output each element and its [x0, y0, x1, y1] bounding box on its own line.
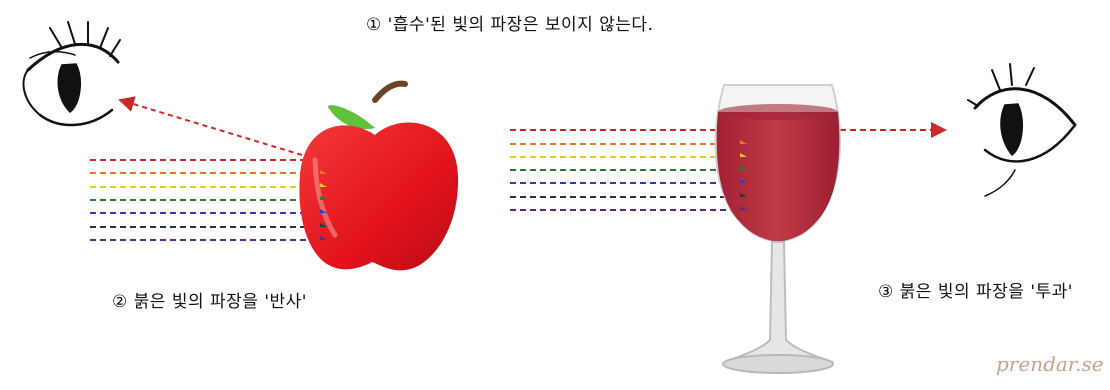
absorbed-caption: ① '흡수'된 빛의 파장은 보이지 않는다.	[366, 15, 654, 35]
reflected-red-ray	[118, 96, 303, 156]
apple-icon	[299, 80, 459, 271]
wine-glass-icon	[714, 84, 841, 374]
transmitted-caption: ③ 붉은 빛의 파장을 '투과'	[878, 282, 1073, 302]
eye-left-icon	[22, 21, 121, 127]
wine-incoming-light	[510, 122, 947, 211]
reflected-caption: ② 붉은 빛의 파장을 '반사'	[112, 292, 307, 312]
apple-arrowheads	[320, 170, 327, 240]
apple-incoming-light	[90, 159, 325, 241]
watermark-signature: prendar.se	[996, 352, 1104, 376]
wine-arrowheads	[740, 140, 747, 210]
eye-right-icon	[967, 63, 1077, 197]
